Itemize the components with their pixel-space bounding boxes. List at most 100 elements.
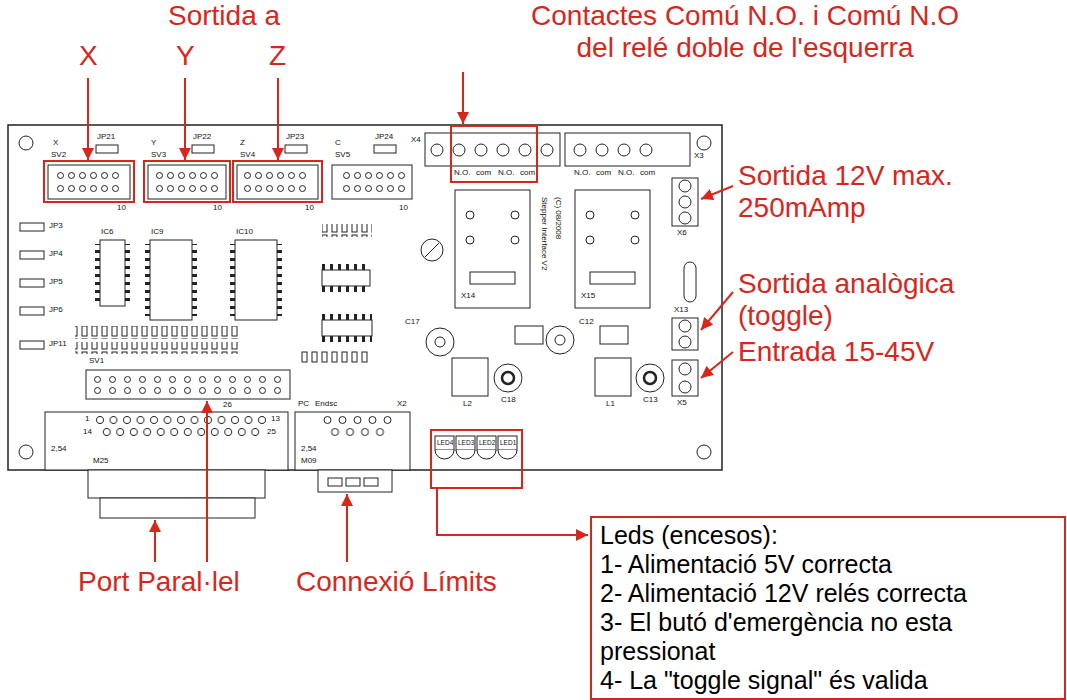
silkscreen-label: 25 (266, 428, 277, 437)
ic-chip (277, 244, 282, 316)
pcb-board (19, 445, 33, 459)
highlight-box (144, 161, 230, 202)
ic-chip (322, 264, 370, 270)
pcb-board (19, 136, 33, 150)
silkscreen-label: (C) 08/2008 (553, 196, 562, 240)
legend-text: 2- Alimentació 12V relés correcta (600, 579, 1056, 608)
capacitor (426, 328, 454, 356)
jumper (20, 307, 44, 315)
relay (586, 236, 594, 244)
capacitor (426, 326, 664, 396)
terminal-block (565, 133, 690, 166)
silkscreen-label: SV5 (334, 151, 351, 160)
legend-text: 1- Alimentació 5V correcta (600, 550, 1056, 579)
silkscreen-label: JP22 (192, 133, 212, 142)
pin-header (55, 169, 121, 195)
resistor-row (75, 224, 372, 363)
pcb-board (684, 262, 696, 302)
led (477, 450, 496, 459)
db-connector (93, 414, 269, 426)
terminal-block (640, 144, 652, 156)
db-connector (364, 478, 378, 486)
silkscreen-label: 10 (116, 204, 127, 213)
terminal-block (679, 320, 691, 332)
ic-chip (322, 320, 372, 336)
jumper (20, 251, 44, 259)
callout-label: Connexió Límits (296, 566, 497, 598)
highlight-box (44, 161, 134, 202)
silkscreen-label: JP3 (48, 222, 64, 231)
legend-text: 3- El butó d'emergència no esta pression… (600, 608, 1056, 666)
pin-header (48, 165, 130, 199)
silkscreen-label: C (334, 139, 342, 148)
terminal-block (541, 144, 553, 156)
capacitor (502, 372, 514, 384)
jumper (96, 145, 118, 153)
terminal-block (679, 381, 691, 393)
terminal-block (497, 144, 509, 156)
led (477, 436, 496, 450)
silkscreen-label: N.O. (453, 169, 471, 178)
jumper (374, 145, 396, 153)
silkscreen-label: L1 (605, 400, 616, 409)
pin-header (90, 374, 285, 396)
silkscreen-label: Stepper Interface V2 (539, 196, 548, 271)
capacitor (644, 372, 656, 384)
ic-chip (95, 244, 100, 302)
ic-chip (145, 244, 150, 316)
ic-chip (322, 336, 372, 342)
terminal-block (679, 336, 691, 348)
silkscreen-label: X2 (396, 400, 408, 409)
silkscreen-label: C18 (500, 396, 517, 405)
relay (466, 236, 474, 244)
ic-chip (600, 326, 628, 344)
silkscreen-label: 26 (222, 401, 233, 410)
silkscreen-label: Y (150, 139, 157, 148)
led (498, 436, 517, 450)
pin-header (86, 370, 290, 399)
callout-label: Sortida a (168, 0, 280, 32)
terminal-block (679, 363, 691, 375)
relay (455, 190, 530, 308)
relay (586, 211, 594, 219)
callout-arrow (462, 72, 464, 124)
silkscreen-label: 10 (398, 204, 409, 213)
relay (421, 190, 650, 308)
silkscreen-label: Z (239, 139, 246, 148)
capacitor (636, 364, 664, 392)
silkscreen-label: N.O. (617, 169, 635, 178)
silkscreen-label: IC9 (150, 228, 164, 237)
jumper (20, 145, 396, 349)
callout-arrow (87, 78, 89, 160)
callout-label: Sortida analògica (toggle) (738, 268, 988, 332)
callout-label: X (79, 40, 98, 72)
jumper (285, 145, 307, 153)
callout-arrow (154, 520, 156, 562)
led-label: LED2 (479, 439, 495, 446)
relay (631, 236, 639, 244)
db-connector (320, 414, 395, 426)
highlight-box (44, 126, 537, 488)
silkscreen-label: X6 (676, 229, 688, 238)
silkscreen-label: 10 (304, 204, 315, 213)
silkscreen-label: 14 (82, 428, 93, 437)
ic-chip (322, 286, 370, 292)
silkscreen-label: X13 (673, 306, 689, 315)
db-connector (318, 470, 392, 492)
terminal-block (672, 178, 698, 226)
terminal-block (453, 144, 465, 156)
silkscreen-label: N.O. (573, 169, 591, 178)
silkscreen-label: C12 (578, 318, 595, 327)
silkscreen-label: com (595, 169, 612, 178)
silkscreen-label: JP5 (48, 278, 64, 287)
silkscreen-label: 13 (270, 415, 281, 424)
callout-arrow (437, 488, 588, 535)
resistor-row (75, 342, 240, 354)
silkscreen-label: IC6 (100, 228, 114, 237)
legend-text: Leds (encesos): (600, 521, 1056, 550)
capacitor (555, 335, 565, 345)
terminal-block (679, 212, 691, 224)
callout-label: Port Paral·lel (78, 566, 240, 598)
ic-chip (235, 240, 277, 320)
db-connector (45, 412, 410, 518)
